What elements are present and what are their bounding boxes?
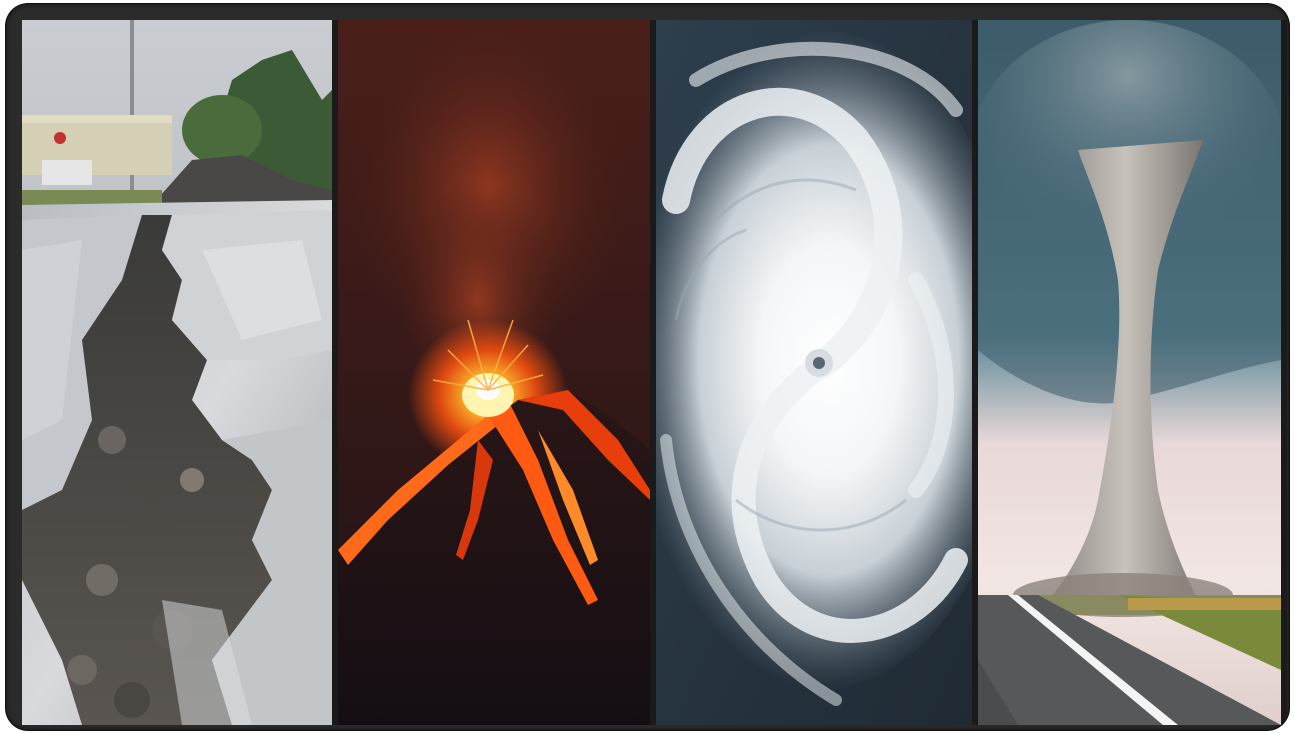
volcano-image xyxy=(338,20,650,725)
hurricane-image xyxy=(656,20,972,725)
earthquake-image xyxy=(22,20,332,725)
collage-frame xyxy=(6,4,1289,730)
earthquake-panel xyxy=(22,20,332,725)
tornado-panel xyxy=(978,20,1281,725)
volcano-panel xyxy=(338,20,650,725)
image-strip xyxy=(22,20,1287,725)
tornado-image xyxy=(978,20,1281,725)
hurricane-panel xyxy=(656,20,972,725)
